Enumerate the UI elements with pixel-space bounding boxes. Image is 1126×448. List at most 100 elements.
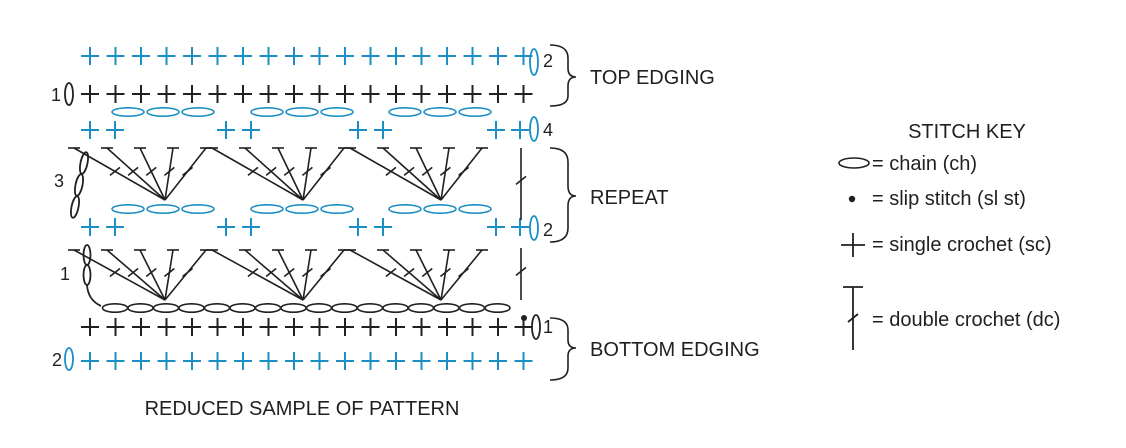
double-crochet-stitch [106, 147, 166, 201]
single-crochet-stitch [183, 352, 201, 370]
double-crochet-stitch [515, 248, 527, 300]
single-crochet-row [81, 352, 533, 370]
stitch-key: STITCH KEY = chain (ch) = slip stitch (s… [838, 121, 1060, 350]
double-crochet-stitch [277, 147, 304, 201]
edge-double-crochet [515, 148, 527, 220]
single-crochet-stitch [310, 352, 329, 370]
chain-stitch [356, 302, 384, 313]
double-crochet-stitch [164, 249, 207, 301]
single-crochet-stitch [217, 121, 235, 139]
single-crochet-stitch [234, 318, 252, 336]
chain-stitch [280, 302, 307, 313]
chain-space-row [81, 107, 529, 139]
double-crochet-stitch [440, 147, 483, 201]
single-crochet-stitch [463, 352, 482, 370]
single-crochet-stitch [438, 352, 456, 370]
chain-stitch [320, 107, 354, 118]
repeat-fans [68, 147, 527, 301]
chain-stitch [458, 302, 486, 313]
single-crochet-stitch [412, 47, 431, 65]
chain-stitch [229, 302, 256, 313]
chain-stitch [285, 204, 319, 215]
single-crochet-stitch [157, 85, 176, 103]
single-crochet-stitch [361, 47, 380, 65]
single-crochet-stitch [361, 352, 380, 370]
single-crochet-stitch [412, 85, 431, 103]
single-crochet-stitch [336, 85, 354, 103]
single-crochet-stitch [285, 47, 303, 65]
double-crochet-stitch [163, 249, 175, 301]
repeat-label: REPEAT [590, 187, 669, 209]
turning-chain-left-row3 [69, 151, 90, 219]
single-crochet-stitch [310, 85, 329, 103]
chain-stitch [181, 204, 215, 215]
single-crochet-stitch [81, 85, 99, 103]
foundation-chain [101, 302, 511, 313]
double-crochet-stitch [211, 249, 304, 301]
chain-stitch [331, 302, 358, 313]
single-crochet-stitch [463, 47, 482, 65]
single-crochet-stitch [132, 318, 150, 336]
single-crochet-stitch [511, 121, 529, 139]
turning-chain-right-bottom [531, 314, 541, 340]
chain-stitch [181, 107, 215, 118]
single-crochet-stitch [183, 318, 201, 336]
double-crochet-stitch [301, 249, 313, 301]
double-crochet-stitch [382, 249, 442, 301]
single-crochet-row [81, 85, 533, 103]
double-crochet-stitch [440, 249, 483, 301]
single-crochet-stitch [489, 318, 507, 336]
double-crochet-stitch [349, 249, 442, 301]
key-double-crochet-label: = double crochet (dc) [872, 309, 1060, 331]
turning-chain-left-bottom [64, 347, 74, 371]
row-number-right-2: 2 [543, 220, 553, 240]
single-crochet-stitch [132, 85, 150, 103]
single-crochet-stitch [81, 218, 99, 236]
chain-stitch [203, 302, 231, 313]
single-crochet-stitch [387, 85, 405, 103]
single-crochet-stitch [157, 47, 176, 65]
row-number-left-1-top: 1 [51, 85, 61, 105]
stitch-key-title: STITCH KEY [908, 121, 1026, 143]
single-crochet-icon [841, 233, 865, 257]
chain-stitch [127, 302, 154, 313]
single-crochet-stitch [132, 352, 150, 370]
double-crochet-fan [206, 147, 350, 201]
single-crochet-stitch [106, 85, 125, 103]
chain-stitch [101, 302, 129, 313]
single-crochet-stitch [208, 318, 227, 336]
single-crochet-stitch [259, 318, 278, 336]
double-crochet-stitch [301, 147, 313, 201]
single-crochet-stitch [208, 47, 227, 65]
chain-stitch [407, 302, 435, 313]
single-crochet-stitch [412, 318, 431, 336]
double-crochet-stitch [415, 249, 442, 301]
single-crochet-stitch [487, 218, 505, 236]
single-crochet-stitch [157, 352, 176, 370]
single-crochet-stitch [234, 85, 252, 103]
turning-chain-right-row2 [529, 215, 539, 241]
single-crochet-stitch [463, 318, 482, 336]
key-chain-label: = chain (ch) [872, 153, 977, 175]
single-crochet-stitch [183, 85, 201, 103]
row-number-left-bottom: 2 [52, 350, 62, 370]
single-crochet-stitch [514, 352, 533, 370]
row-number-right-bottom: 1 [543, 317, 553, 337]
chain-stitch [178, 302, 205, 313]
slip-stitch-mark [521, 315, 527, 321]
double-crochet-stitch [277, 249, 304, 301]
single-crochet-row [81, 47, 533, 65]
single-crochet-stitch [208, 85, 227, 103]
single-crochet-stitch [489, 85, 507, 103]
single-crochet-stitch [511, 218, 529, 236]
chain-stitch [433, 302, 460, 313]
single-crochet-stitch [336, 352, 354, 370]
single-crochet-row [81, 318, 533, 336]
single-crochet-stitch [374, 218, 392, 236]
double-crochet-stitch [439, 249, 451, 301]
chain-stitch [458, 107, 492, 118]
single-crochet-stitch [234, 352, 252, 370]
single-crochet-stitch [310, 47, 329, 65]
chain-stitch [305, 302, 333, 313]
